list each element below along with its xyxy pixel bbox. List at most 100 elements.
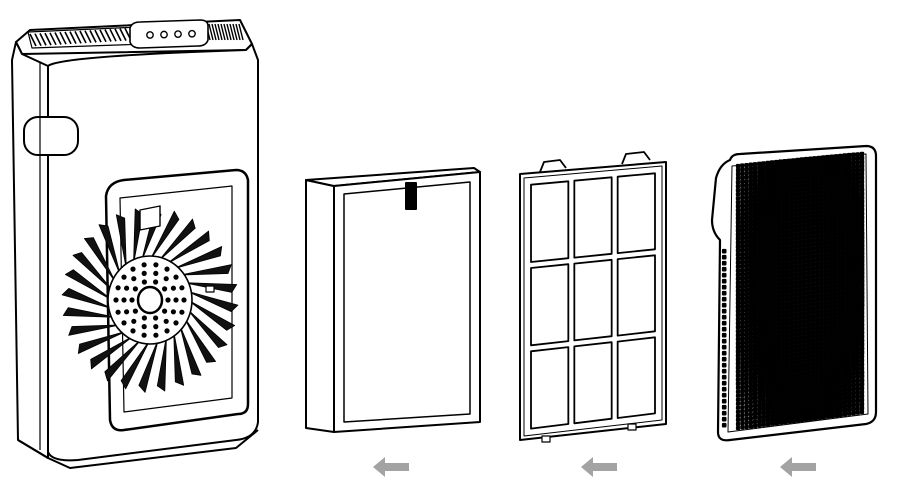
mesh-cell [825, 338, 831, 344]
mesh-cell [859, 155, 865, 161]
mesh-cell [740, 171, 745, 176]
mesh-cell [790, 358, 797, 364]
mesh-cell [829, 249, 835, 256]
mesh-cell [812, 403, 818, 409]
mesh-cell [795, 357, 801, 363]
mesh-cell [812, 156, 818, 162]
fan-blade [72, 252, 114, 292]
mesh-cell [778, 420, 784, 425]
mesh-cell [838, 269, 844, 275]
mesh-cell [744, 388, 749, 393]
mesh-cell [756, 245, 762, 251]
mesh-cell [807, 312, 814, 318]
mesh-cell [756, 237, 762, 243]
mesh-cell [782, 351, 788, 357]
mesh-cell [842, 228, 848, 234]
mesh-cell [786, 298, 793, 304]
mesh-cell [846, 299, 852, 305]
mesh-cell [757, 415, 762, 420]
mesh-cell [778, 279, 784, 285]
mesh-cell [851, 335, 856, 340]
mesh-cell [748, 315, 754, 321]
fan-guard-hole [153, 270, 159, 276]
mesh-cell [752, 423, 758, 429]
mesh-cell [748, 166, 754, 172]
mesh-cell [838, 221, 844, 227]
mesh-cell [851, 180, 856, 185]
mesh-cell [829, 178, 835, 184]
mesh-cell [786, 374, 792, 380]
mesh-cell [816, 371, 822, 377]
mesh-cell [761, 217, 766, 223]
mesh-cell [820, 370, 826, 376]
mesh-cell [825, 274, 831, 280]
mesh-cell [782, 235, 788, 241]
mesh-cell [752, 218, 758, 223]
mesh-cell [859, 163, 865, 169]
mesh-cell [773, 352, 779, 358]
hepa-filter-pull-tab [405, 182, 417, 210]
mesh-cell [833, 405, 839, 410]
mesh-cell [782, 407, 788, 413]
mesh-cell [795, 193, 801, 199]
mesh-cell [790, 226, 797, 232]
mesh-cell [816, 275, 822, 281]
mesh-cell [735, 325, 741, 330]
mesh-cell [829, 269, 835, 275]
mesh-cell [829, 210, 835, 216]
mesh-cell [816, 339, 822, 345]
mesh-cell [744, 251, 749, 257]
mesh-cell [812, 199, 818, 206]
mesh-cell [833, 325, 839, 331]
mesh-cell [833, 181, 839, 187]
mesh-cell [752, 206, 758, 211]
fan-guard-hole [153, 324, 159, 330]
mesh-cell [816, 179, 822, 185]
mesh-cell [782, 299, 788, 305]
mesh-cell [795, 297, 801, 304]
mesh-cell [748, 307, 754, 312]
mesh-cell [851, 160, 856, 166]
mesh-cell [769, 288, 775, 294]
mesh-cell [765, 249, 771, 255]
mesh-cell [756, 310, 762, 316]
mesh-cell [773, 336, 779, 342]
mesh-cell [769, 344, 775, 350]
mesh-cell [761, 394, 766, 399]
mesh-cell [816, 355, 822, 361]
mesh-cell [833, 170, 839, 175]
mesh-cell [825, 378, 831, 384]
mesh-cell [838, 372, 843, 378]
mesh-cell [773, 211, 779, 217]
mesh-cell [778, 359, 784, 365]
mesh-cell [816, 295, 822, 301]
mesh-cell [846, 260, 852, 266]
mesh-cell [778, 375, 784, 381]
mesh-cell [821, 414, 826, 420]
mesh-cell [774, 163, 779, 169]
mesh-cell [752, 298, 758, 304]
mesh-cell [816, 387, 822, 393]
mesh-cell [859, 286, 865, 292]
mesh-cell [790, 278, 797, 284]
mesh-cell [761, 197, 767, 203]
fan-guard-hole [121, 297, 127, 303]
mesh-cell [744, 311, 749, 317]
mesh-cell [761, 293, 767, 299]
mesh-cell [851, 398, 856, 404]
fan-blade [104, 338, 142, 382]
mesh-cell [748, 323, 754, 329]
mesh-cell [782, 167, 788, 172]
mesh-cell [765, 417, 771, 423]
mesh-cell [807, 280, 814, 286]
mesh-cell [778, 195, 784, 201]
mesh-cell [846, 152, 852, 158]
carbon-filter-foot-right [627, 423, 637, 431]
mesh-cell [816, 303, 822, 309]
mesh-cell [774, 404, 779, 410]
mesh-cell [761, 337, 766, 343]
mesh-cell [752, 286, 758, 292]
mesh-cell [786, 218, 792, 224]
mesh-cell [829, 321, 835, 327]
mesh-cell [795, 169, 801, 175]
